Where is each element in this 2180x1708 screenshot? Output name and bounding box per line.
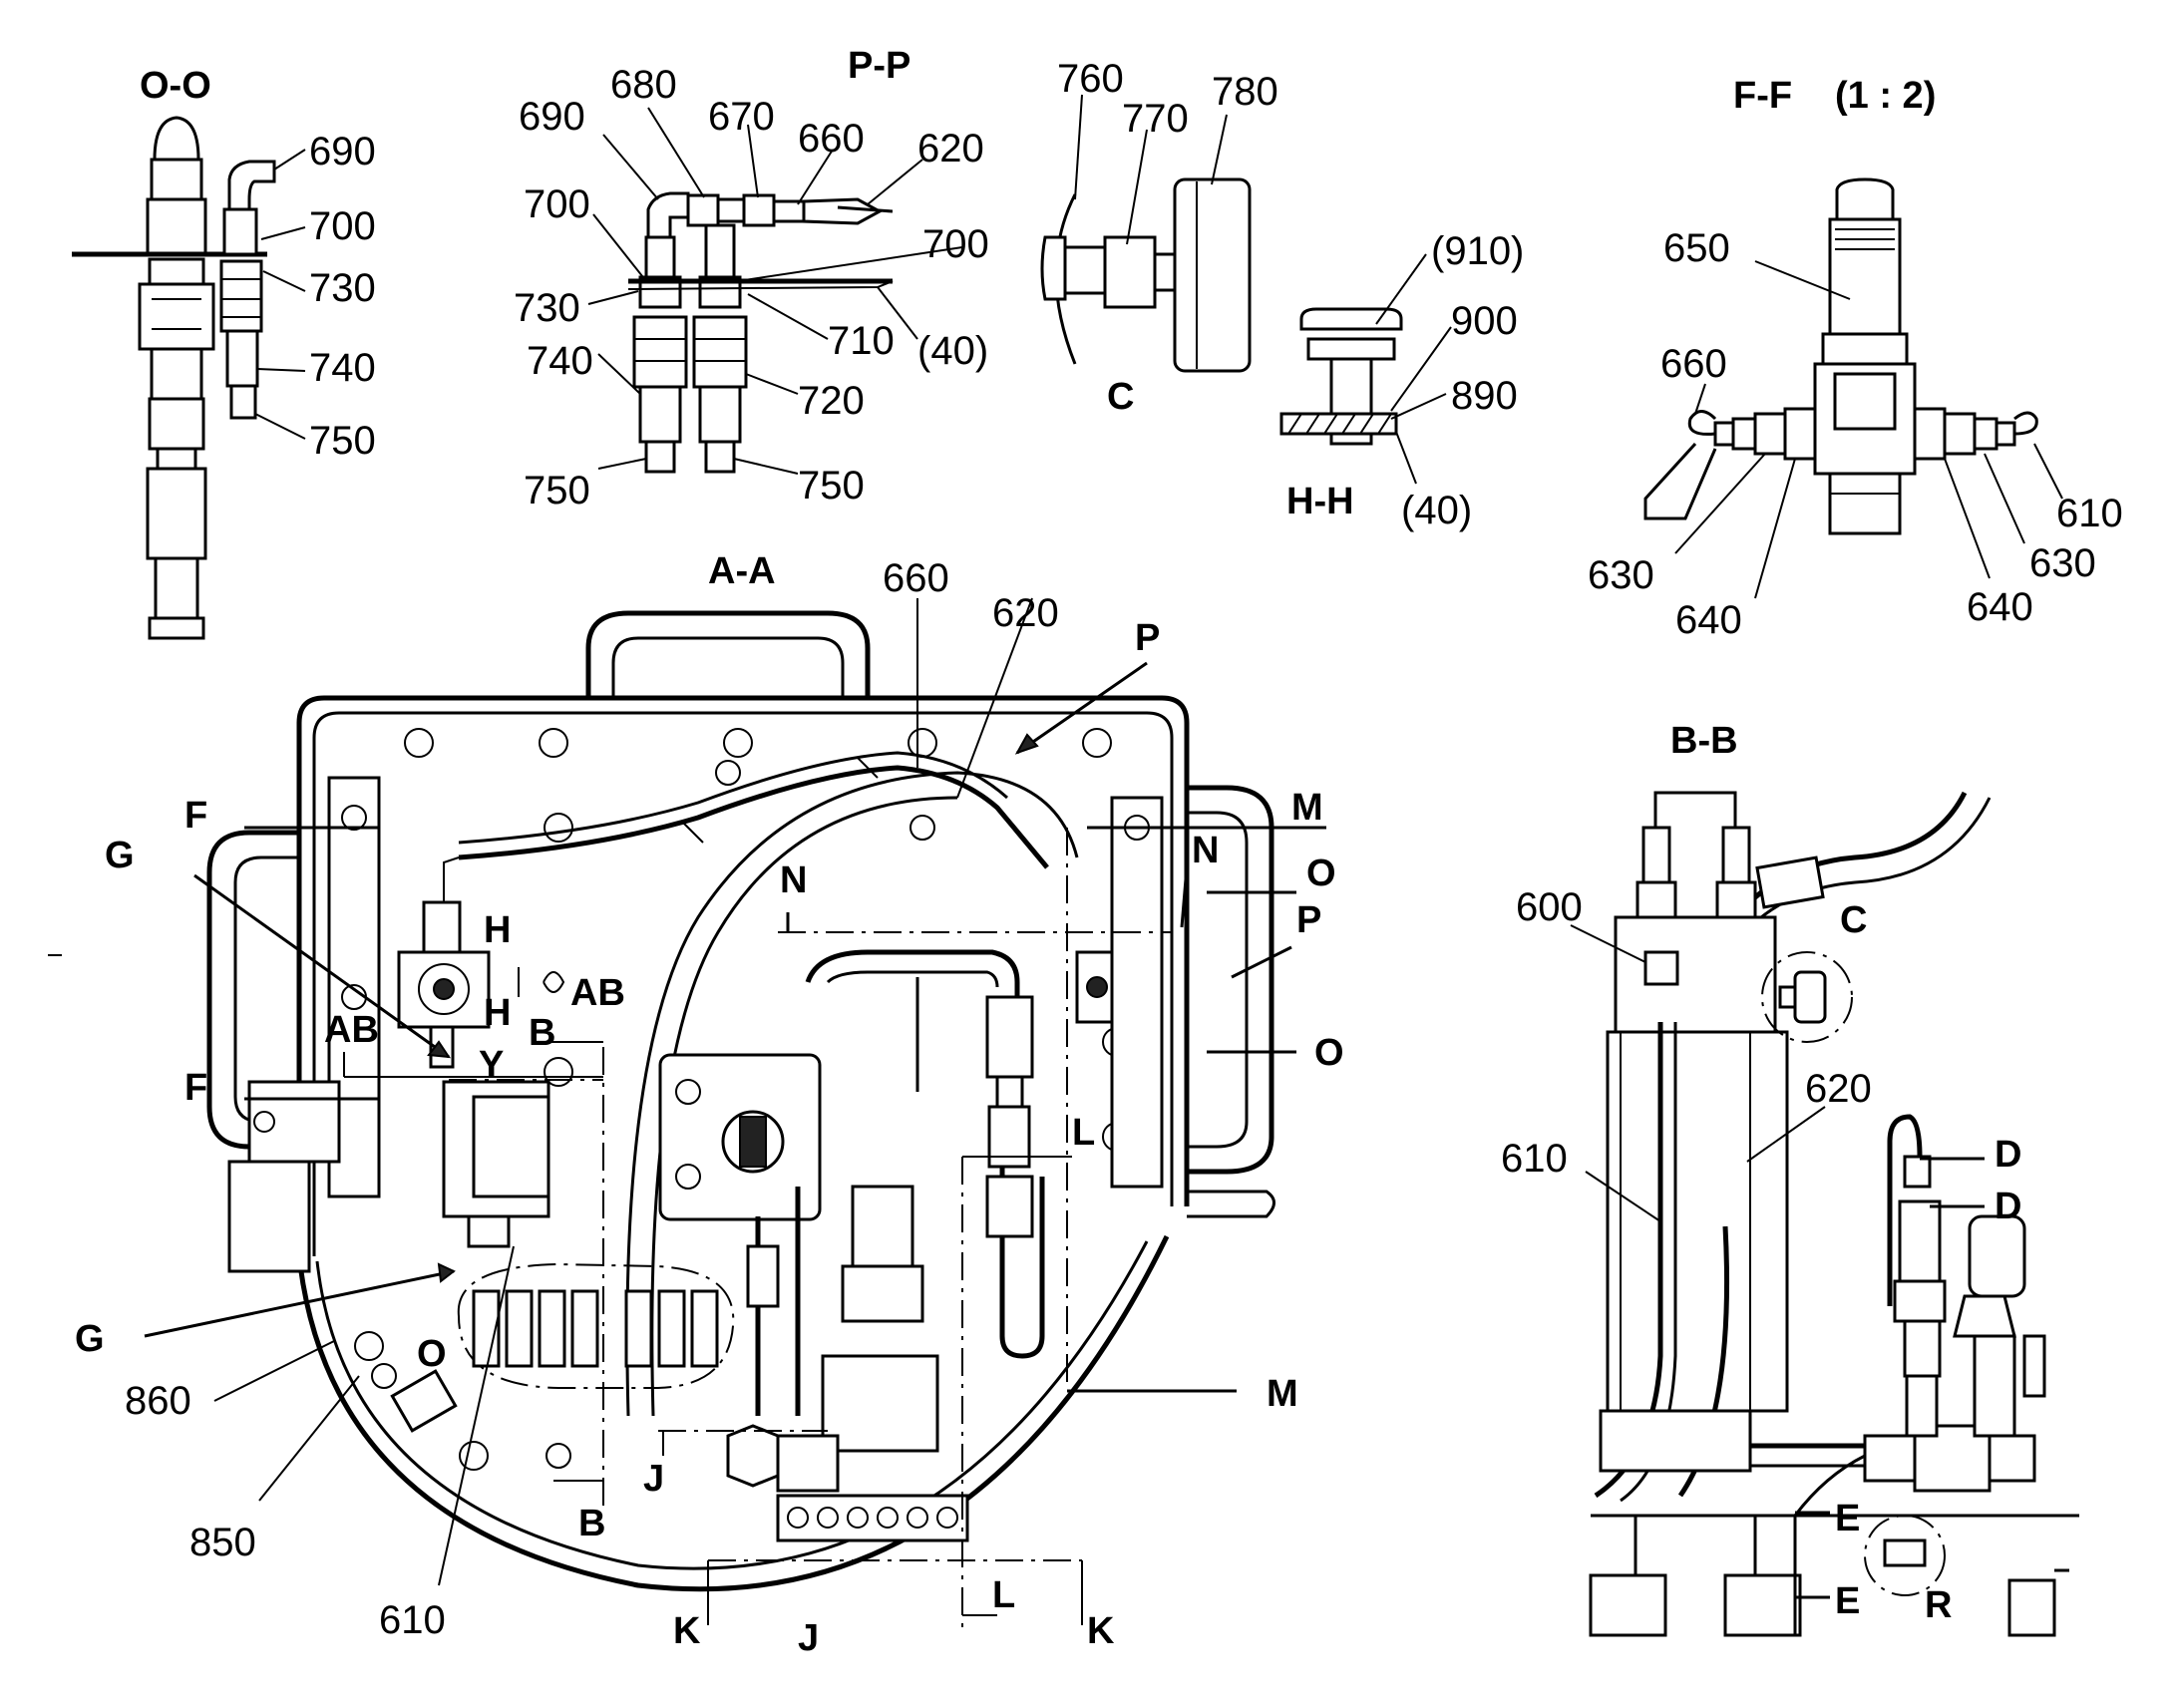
section-mark-b: B <box>529 1012 555 1054</box>
view-h-h: (910) 900 890 (40) H-H <box>1279 229 1524 532</box>
callout-680: 680 <box>610 63 677 107</box>
callout-40: (40) <box>917 329 988 373</box>
callout-910: (910) <box>1431 229 1524 273</box>
callout-690: 690 <box>309 130 376 173</box>
callout-620: 620 <box>917 127 984 171</box>
callout-730: 730 <box>309 266 376 310</box>
callout-740: 740 <box>527 339 593 383</box>
callout-600: 600 <box>1516 885 1583 929</box>
section-mark-h: H <box>484 992 511 1034</box>
callout-730: 730 <box>514 286 580 330</box>
section-mark-e: E <box>1835 1580 1860 1622</box>
callout-750: 750 <box>798 464 865 508</box>
callout-620: 620 <box>1805 1067 1872 1111</box>
callout-700: 700 <box>922 222 989 266</box>
callout-620: 620 <box>992 591 1059 635</box>
callout-610: 610 <box>1501 1137 1568 1181</box>
section-mark-d: D <box>1995 1186 2021 1227</box>
section-mark-k: K <box>673 1610 701 1652</box>
section-mark-g: G <box>105 835 135 876</box>
section-mark-g: G <box>75 1318 105 1360</box>
view-b-b: B-B <box>1501 720 2079 1637</box>
section-mark-n: N <box>1192 830 1219 871</box>
callout-670: 670 <box>708 95 775 139</box>
section-mark-n: N <box>780 859 807 901</box>
callout-710: 710 <box>828 319 895 363</box>
callout-610: 610 <box>2056 492 2123 535</box>
callout-660: 660 <box>798 117 865 161</box>
callout-40: (40) <box>1401 489 1472 532</box>
section-mark-c: C <box>1840 899 1867 941</box>
section-mark-o: O <box>1314 1032 1344 1074</box>
section-mark-o: O <box>417 1333 447 1375</box>
view-p-p: P-P <box>514 45 989 512</box>
callout-700: 700 <box>524 182 590 226</box>
view-title-h-h: H-H <box>1286 481 1354 522</box>
callout-770: 770 <box>1122 97 1189 141</box>
callout-750: 750 <box>309 419 376 463</box>
callout-700: 700 <box>309 204 376 248</box>
section-mark-d: D <box>1995 1134 2021 1176</box>
callout-760: 760 <box>1057 57 1124 101</box>
view-o-o: O-O 690 700 730 740 750 <box>72 65 376 640</box>
view-title-p-p: P-P <box>848 45 910 87</box>
section-mark-f: F <box>184 1067 207 1109</box>
section-mark-p: P <box>1296 899 1321 941</box>
view-title-o-o: O-O <box>140 65 211 107</box>
view-a-a: A-A <box>75 550 1344 1659</box>
view-title-b-b: B-B <box>1670 720 1738 762</box>
section-mark-l: L <box>992 1574 1015 1616</box>
callout-660: 660 <box>1660 342 1727 386</box>
section-mark-h: H <box>484 909 511 951</box>
section-mark-j: J <box>798 1617 819 1659</box>
callout-750: 750 <box>524 469 590 512</box>
section-mark-e: E <box>1835 1498 1860 1539</box>
callout-740: 740 <box>309 346 376 390</box>
section-mark-o: O <box>1306 853 1336 894</box>
section-mark-j: J <box>643 1458 664 1500</box>
section-mark-y: Y <box>479 1044 504 1086</box>
section-mark-ab: AB <box>570 972 625 1014</box>
section-mark-ab: AB <box>324 1009 379 1051</box>
view-title-c: C <box>1107 376 1134 418</box>
callout-850: 850 <box>189 1521 256 1564</box>
section-mark-m: M <box>1267 1373 1298 1415</box>
detail-c: 760 770 780 C <box>1040 57 1278 418</box>
callout-720: 720 <box>798 379 865 423</box>
section-mark-r: R <box>1925 1584 1952 1626</box>
callout-900: 900 <box>1451 299 1518 343</box>
section-mark-p: P <box>1135 617 1160 659</box>
view-scale-f-f: (1 : 2) <box>1835 75 1936 117</box>
callout-660: 660 <box>883 556 949 600</box>
section-mark-m: M <box>1291 787 1323 829</box>
callout-860: 860 <box>125 1379 191 1423</box>
view-f-f: F-F (1 : 2) 650 660 610 6 <box>1588 75 2123 642</box>
view-title-f-f: F-F <box>1733 75 1792 117</box>
view-title-a-a: A-A <box>708 550 776 592</box>
callout-640: 640 <box>1967 585 2033 629</box>
section-mark-l: L <box>1072 1112 1095 1154</box>
section-mark-b: B <box>578 1503 605 1544</box>
callout-610: 610 <box>379 1598 446 1642</box>
callout-640: 640 <box>1675 598 1742 642</box>
section-mark-f: F <box>184 795 207 837</box>
callout-650: 650 <box>1663 226 1730 270</box>
callout-780: 780 <box>1212 70 1278 114</box>
callout-630: 630 <box>2029 541 2096 585</box>
section-mark-k: K <box>1087 1610 1115 1652</box>
callout-890: 890 <box>1451 374 1518 418</box>
callout-630: 630 <box>1588 553 1654 597</box>
callout-690: 690 <box>519 95 585 139</box>
